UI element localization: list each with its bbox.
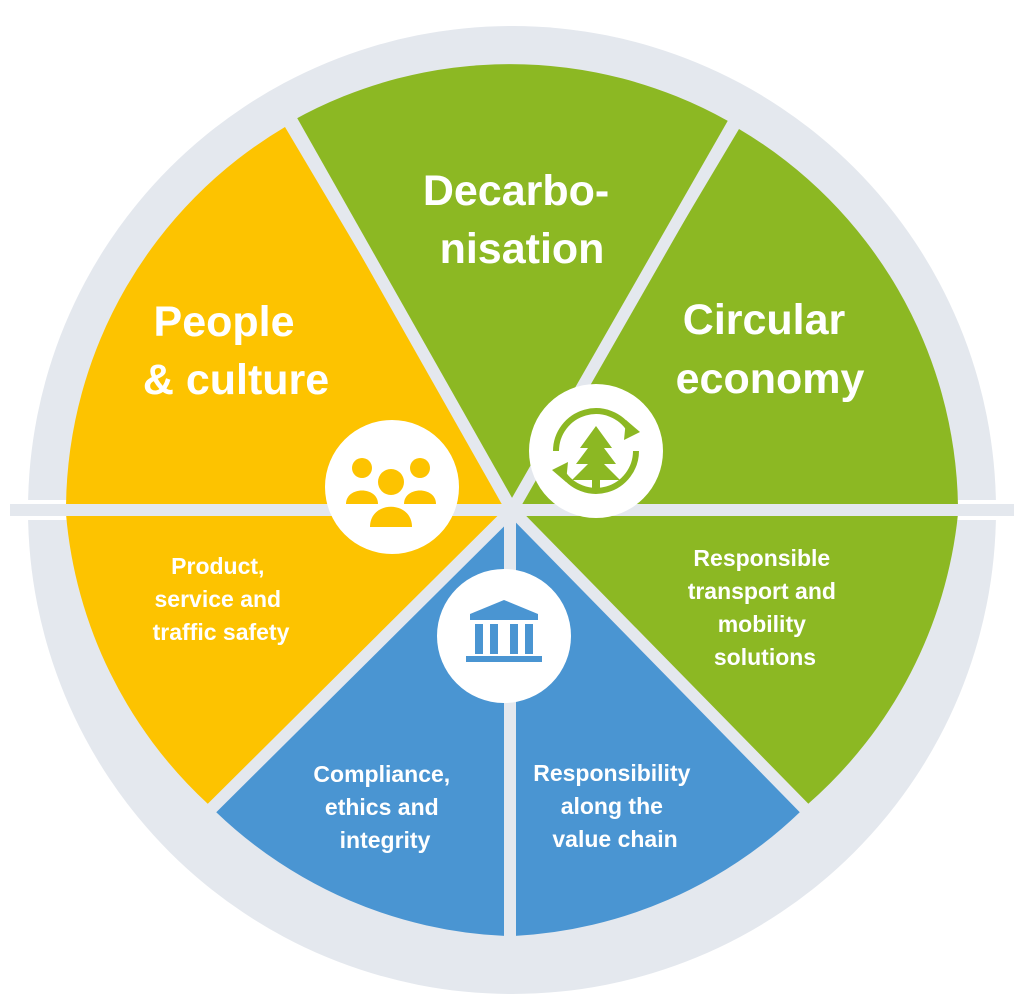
segment-responsibility-value-chain[interactable] [512, 510, 800, 936]
label-circular-economy: Circular economy [676, 296, 865, 403]
label-line: Responsibility [533, 760, 690, 786]
label-line: integrity [340, 827, 431, 853]
label-line: transport and [688, 578, 836, 604]
label-line: solutions [714, 644, 816, 670]
badge-circle [437, 569, 571, 703]
people-group-icon [346, 458, 436, 527]
separator-line [282, 111, 518, 513]
label-line: Product, [171, 553, 264, 579]
label-line: along the [561, 793, 663, 819]
label-people-culture: People & culture [143, 298, 329, 404]
label-compliance-ethics: Compliance, ethics and integrity [313, 761, 456, 853]
label-responsibility-value-chain: Responsibility along the value chain [533, 760, 697, 852]
label-line: Circular [683, 296, 846, 344]
label-line: People [154, 298, 295, 346]
segment-responsible-transport[interactable] [512, 510, 958, 804]
label-line: & culture [143, 356, 329, 404]
label-line: service and [155, 586, 282, 612]
separator-line [507, 505, 813, 817]
label-line: economy [676, 355, 865, 403]
label-line: Decarbo- [423, 167, 609, 215]
segment-people-culture[interactable] [66, 127, 512, 510]
segment-product-safety[interactable] [66, 510, 512, 804]
badge-people [325, 420, 459, 554]
label-responsible-transport: Responsible transport and mobility solut… [688, 545, 843, 670]
badge-compliance [437, 569, 571, 703]
label-line: traffic safety [153, 619, 290, 645]
segment-decarbonisation[interactable] [292, 64, 728, 510]
label-line: nisation [440, 225, 605, 273]
label-line: value chain [552, 826, 677, 852]
label-line: ethics and [325, 794, 439, 820]
label-decarbonisation: Decarbo- nisation [423, 167, 621, 273]
label-line: mobility [718, 611, 806, 637]
recycle-tree-icon [552, 408, 640, 494]
separator-line [203, 505, 517, 817]
label-line: Compliance, [313, 761, 450, 787]
label-product-safety: Product, service and traffic safety [153, 553, 290, 645]
institution-icon [466, 600, 542, 662]
label-line: Responsible [693, 545, 830, 571]
badge-circular [529, 384, 663, 518]
segment-compliance-ethics[interactable] [216, 510, 512, 936]
